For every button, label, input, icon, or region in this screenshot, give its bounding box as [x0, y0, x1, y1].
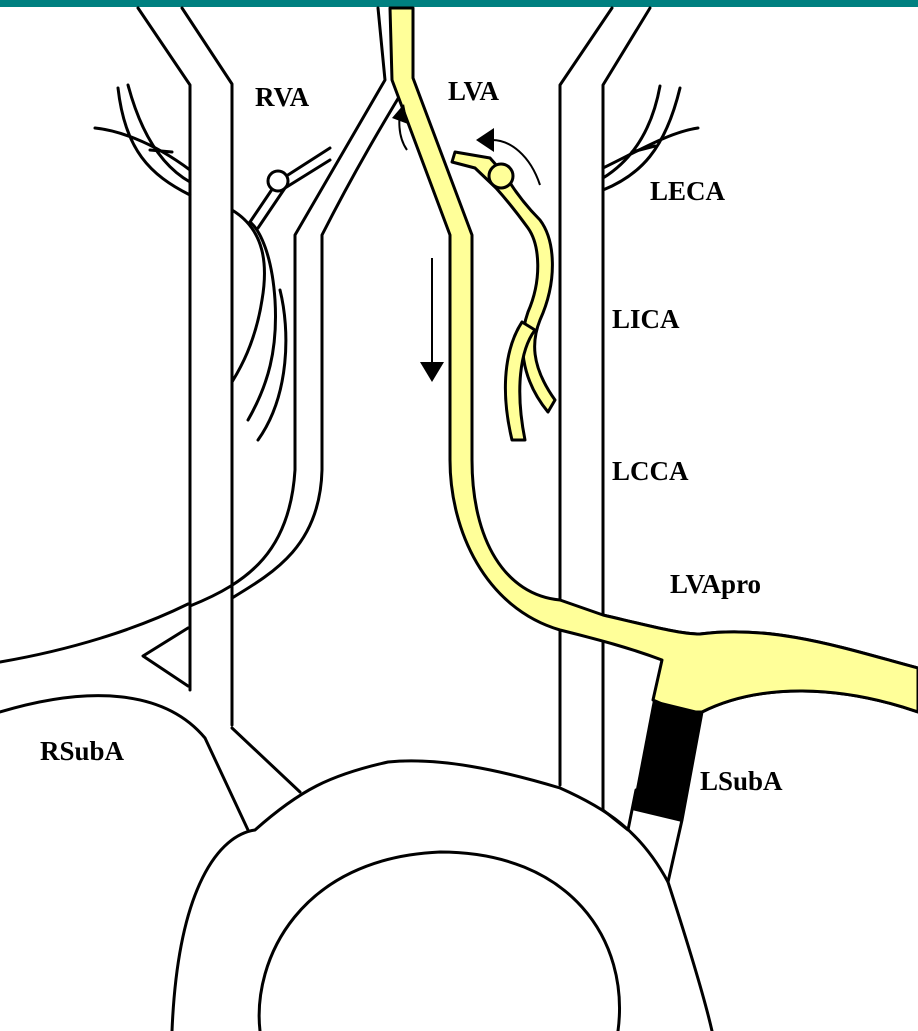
- right-subclavian-upper-wall: [0, 604, 188, 662]
- left-pcom-node: [489, 164, 513, 188]
- right-eca-branch-4: [150, 150, 172, 152]
- arrow-down-head: [420, 362, 444, 382]
- arrow-left-head: [476, 128, 494, 152]
- right-eca-branch-3: [95, 128, 190, 170]
- label-lsuba: LSubA: [700, 766, 783, 796]
- label-lcca: LCCA: [612, 456, 689, 486]
- top-bar: [0, 0, 918, 7]
- label-rsuba: RSubA: [40, 736, 125, 766]
- label-lica: LICA: [612, 304, 680, 334]
- subclavian-occlusion: [632, 700, 702, 822]
- right-carotid-left-wall: [138, 8, 190, 690]
- right-ica-branch-3: [258, 290, 286, 440]
- aortic-arch-inner: [259, 852, 619, 1031]
- left-carotid-base: [603, 790, 636, 830]
- aortic-arch-outer: [172, 761, 712, 1031]
- right-vertebral-inner-wall: [232, 82, 408, 598]
- label-rva: RVA: [255, 82, 310, 112]
- right-subclavian-notch: [143, 628, 188, 686]
- label-leca: LECA: [650, 176, 726, 206]
- right-pcom-node: [268, 171, 288, 191]
- right-eca-branch-2: [128, 85, 190, 182]
- label-lva: LVA: [448, 76, 500, 106]
- right-eca-branch-1: [118, 88, 190, 195]
- label-lvapro: LVApro: [670, 569, 761, 599]
- brachiocephalic-right-wall: [232, 728, 300, 792]
- left-carotid-right-wall: [603, 8, 650, 810]
